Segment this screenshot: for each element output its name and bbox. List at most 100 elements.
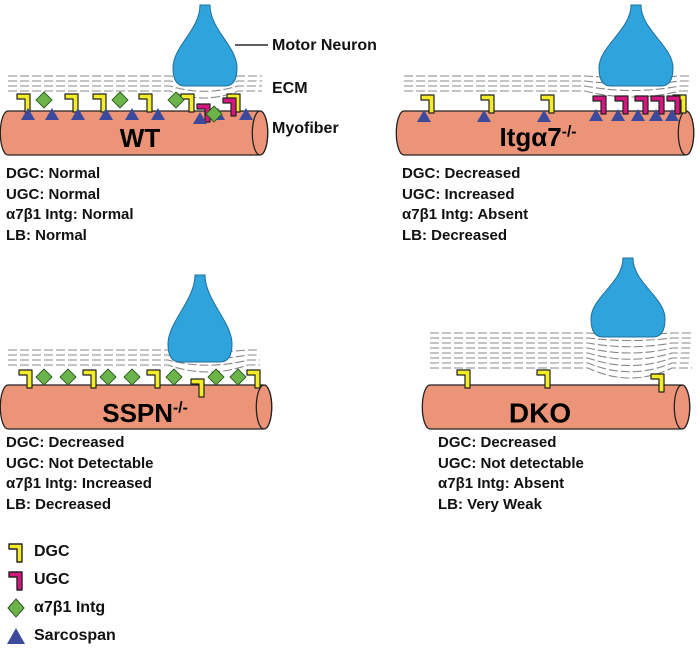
ecm-line <box>8 85 262 92</box>
panel-itga7-diagram <box>395 4 695 156</box>
sarcospan-triangle <box>125 108 139 120</box>
ecm-line <box>404 90 690 98</box>
dgc-hook <box>540 94 555 114</box>
integrin-diamond <box>123 368 141 386</box>
ecm-line <box>404 85 690 92</box>
status-ugc: UGC: Increased <box>402 185 515 203</box>
sarcospan-triangle <box>589 109 603 121</box>
integrin-diamond <box>35 368 53 386</box>
panel-itga7-title: Itgα7-/- <box>499 122 577 152</box>
motor-neuron-terminal <box>598 4 674 87</box>
ecm-line <box>8 90 262 99</box>
ecm-label: ECM <box>272 80 308 97</box>
legend-item-dgc: DGC <box>6 540 70 564</box>
dgc-hook <box>18 369 33 389</box>
dgc-hook <box>480 94 495 114</box>
status-integrin: α7β1 Intg: Increased <box>6 475 152 492</box>
integrin-diamond <box>207 368 225 386</box>
ecm-line <box>430 367 692 379</box>
integrin-diamond-icon <box>7 598 25 618</box>
sarcospan-triangle <box>477 110 491 122</box>
dgc-hook <box>650 373 665 393</box>
legend-label-ugc: UGC <box>34 571 70 588</box>
dgc-hook <box>16 93 31 113</box>
dgc-hook <box>92 93 107 113</box>
dgc-hook <box>146 369 161 389</box>
ecm-line <box>8 364 260 373</box>
integrin-diamond <box>229 368 247 386</box>
panel-sspn-status: DGC: Decreased UGC: Not Detectable α7β1 … <box>6 433 154 515</box>
sarcospan-triangle <box>665 109 679 121</box>
ecm-line <box>430 342 692 348</box>
dgc-hook <box>138 93 153 113</box>
status-lb: LB: Decreased <box>402 226 508 244</box>
panel-sspn-title: SSPN-/- <box>102 398 188 428</box>
myofiber-end-cap <box>673 384 691 430</box>
sarcospan-triangle <box>649 109 663 121</box>
sarcospan-triangle <box>71 108 85 120</box>
sarcospan-triangle <box>45 108 59 120</box>
integrin-diamond <box>59 368 77 386</box>
integrin-diamond <box>111 91 129 109</box>
motor-neuron-terminal <box>172 4 238 87</box>
sarcospan-triangle <box>537 110 551 122</box>
myofiber-end-cap <box>255 384 273 430</box>
panel-wt-status: DGC: Normal UGC: Normal α7β1 Intg: Norma… <box>6 164 134 246</box>
legend-label-dgc: DGC <box>34 543 70 560</box>
sarcospan-triangle <box>631 109 645 121</box>
panel-dko-title: DKO <box>508 397 572 429</box>
sarcospan-triangle <box>417 110 431 122</box>
motor-neuron-label: Motor Neuron <box>272 37 377 54</box>
sarcospan-triangle <box>99 108 113 120</box>
ugc-hook <box>614 95 629 115</box>
ecm-line <box>430 352 692 360</box>
status-lb: LB: Very Weak <box>438 495 542 513</box>
ecm-line <box>430 337 692 342</box>
dgc-hook <box>190 378 205 398</box>
status-lb: LB: Normal <box>6 226 87 244</box>
status-dgc: DGC: Decreased <box>6 434 125 451</box>
integrin-diamond <box>165 368 183 386</box>
dgc-hook <box>64 93 79 113</box>
status-dgc: DGC: Decreased <box>402 165 521 182</box>
integrin-diamond <box>205 105 223 123</box>
sarcospan-triangle <box>611 109 625 121</box>
ugc-hook <box>592 95 607 115</box>
dgc-hook <box>456 369 471 389</box>
ugc-hook <box>634 95 649 115</box>
myofiber-end-cap <box>677 110 695 156</box>
sarcospan-triangle-icon <box>7 628 25 644</box>
dgc-hook <box>82 369 97 389</box>
dgc-hook <box>420 94 435 114</box>
status-dgc: DGC: Normal <box>6 165 101 182</box>
status-ugc: UGC: Not Detectable <box>6 454 154 472</box>
ugc-hook <box>222 97 237 117</box>
status-lb: LB: Decreased <box>6 495 112 513</box>
status-dgc: DGC: Decreased <box>438 434 557 451</box>
dgc-hook <box>246 369 261 389</box>
sarcospan-triangle <box>151 108 165 120</box>
panel-dko-diagram <box>421 257 692 430</box>
status-integrin: α7β1 Intg: Absent <box>438 475 565 492</box>
ugc-hook <box>666 95 681 115</box>
ecm-line <box>430 362 692 373</box>
dgc-icon <box>8 543 23 563</box>
ecm-line <box>430 347 692 354</box>
status-integrin: α7β1 Intg: Absent <box>402 206 529 223</box>
panel-sspn-diagram <box>0 274 273 430</box>
ecm-line <box>430 357 692 367</box>
ecm-line <box>8 359 260 366</box>
dgc-hook <box>180 93 195 113</box>
panel-wt-diagram <box>0 4 269 156</box>
panel-wt-title: WT <box>119 123 161 153</box>
ugc-hook <box>650 95 665 115</box>
myofiber-label: Myofiber <box>272 120 339 137</box>
legend-item-integrin: α7β1 Intg <box>6 596 105 620</box>
motor-neuron-terminal <box>167 274 233 363</box>
panel-itga7-status: DGC: Decreased UGC: Increased α7β1 Intg:… <box>402 164 528 246</box>
ugc-icon <box>8 571 23 591</box>
sarcospan-triangle <box>21 108 35 120</box>
sarcospan-triangle <box>193 112 207 124</box>
integrin-diamond <box>35 91 53 109</box>
